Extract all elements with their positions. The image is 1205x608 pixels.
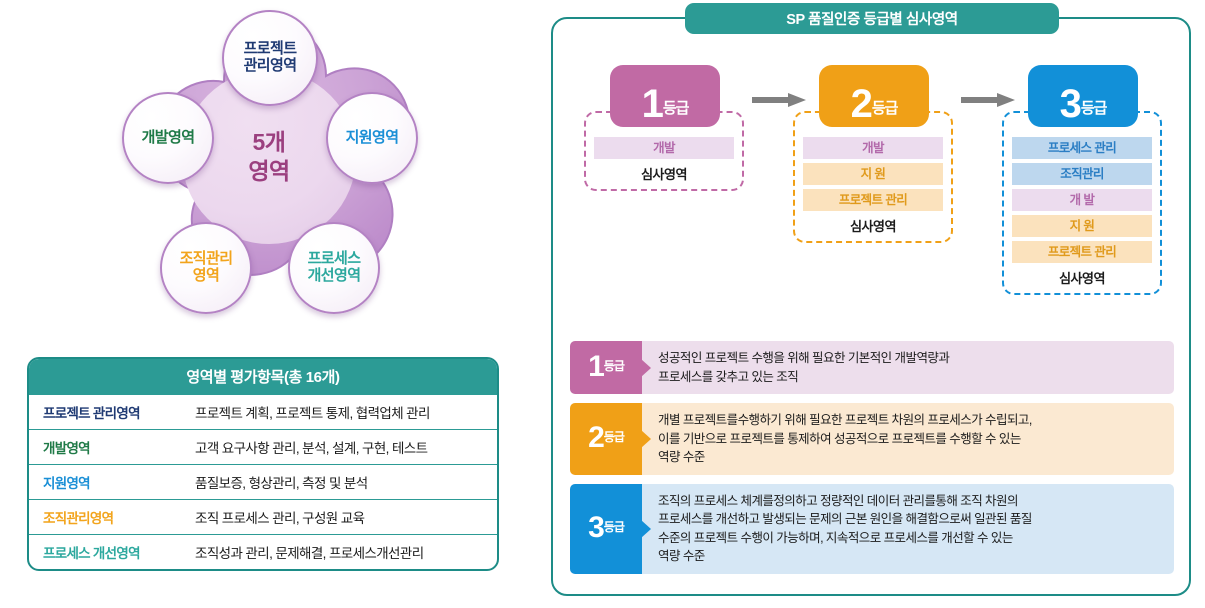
area-bar: 조직관리	[1012, 163, 1152, 185]
panel-title: SP 품질인증 등급별 심사영역	[685, 3, 1059, 34]
lobe-support-label: 지원영역	[345, 128, 399, 146]
table-header: 영역별 평가항목(총 16개)	[29, 359, 497, 395]
audit-scope-label: 심사영역	[850, 219, 896, 234]
grade-number: 2	[850, 81, 873, 126]
table-row-items: 조직 프로세스 관리, 구성원 교육	[195, 511, 365, 526]
area-bar: 프로세스 관리	[1012, 137, 1152, 159]
area-bar: 개발	[594, 137, 734, 159]
table-row-label: 지원영역	[43, 476, 91, 491]
lobe-development: 개발영역	[122, 92, 214, 184]
audit-scope-label: 심사영역	[641, 167, 687, 182]
area-bar: 지 원	[1012, 215, 1152, 237]
table-row: 프로세스 개선영역 조직성과 관리, 문제해결, 프로세스개선관리	[29, 534, 497, 569]
area-bar: 개 발	[1012, 189, 1152, 211]
audit-scope-label: 심사영역	[1059, 271, 1105, 286]
area-bar: 프로젝트 관리	[803, 189, 943, 211]
grade-suffix: 등급	[1080, 100, 1108, 117]
grade-number: 1	[641, 81, 664, 126]
description-text: 개별 프로젝트를수행하기 위해 필요한 프로젝트 차원의 프로세스가 수립되고,…	[642, 403, 1174, 475]
table-row: 지원영역 품질보증, 형상관리, 측정 및 분석	[29, 464, 497, 499]
area-bar: 프로젝트 관리	[1012, 241, 1152, 263]
table-row: 프로젝트 관리영역 프로젝트 계획, 프로젝트 통제, 협력업체 관리	[29, 395, 497, 429]
table-row-items: 조직성과 관리, 문제해결, 프로세스개선관리	[195, 546, 424, 561]
grade-suffix: 등급	[871, 100, 899, 117]
arrow-right-icon	[752, 93, 806, 107]
grade-number: 2	[588, 421, 605, 455]
grade-number: 1	[588, 350, 605, 383]
table-row-items: 고객 요구사항 관리, 분석, 설계, 구현, 테스트	[195, 441, 428, 456]
lobe-support: 지원영역	[326, 92, 418, 184]
description-line: 조직의 프로세스 체계를정의하고 정량적인 데이터 관리를통해 조직 차원의	[658, 493, 1018, 508]
grade-suffix: 등급	[603, 430, 625, 445]
description-line: 프로세스를 개선하고 발생되는 문제의 근본 원인을 해결함으로써 일관된 품질	[658, 512, 1032, 526]
grade-suffix: 등급	[603, 359, 625, 373]
table-row: 조직관리영역 조직 프로세스 관리, 구성원 교육	[29, 499, 497, 534]
description-line: 이를 기반으로 프로젝트를 통제하여 성공적으로 프로젝트를 수행할 수 있는	[658, 431, 1021, 446]
table-row-items: 프로젝트 계획, 프로젝트 통제, 협력업체 관리	[195, 406, 430, 421]
grade-suffix: 등급	[662, 100, 690, 117]
grade-number: 3	[588, 511, 605, 544]
table-row-label: 프로젝트 관리영역	[43, 406, 141, 421]
description-line: 프로세스를 갖추고 있는 조직	[658, 369, 799, 384]
description-line: 수준의 프로젝트 수행이 가능하며, 지속적으로 프로세스를 개선할 수 있는	[658, 530, 1013, 545]
grade-suffix: 등급	[603, 520, 625, 534]
description-line: 성공적인 프로젝트 수행을 위해 필요한 기본적인 개발역량과	[658, 351, 950, 365]
description-line: 개별 프로젝트를수행하기 위해 필요한 프로젝트 차원의 프로세스가 수립되고,	[658, 413, 1032, 427]
table-row-label: 조직관리영역	[43, 511, 114, 526]
table-row-items: 품질보증, 형상관리, 측정 및 분석	[195, 476, 368, 491]
table-row-label: 개발영역	[43, 441, 91, 456]
grade-number: 3	[1059, 81, 1082, 126]
description-line: 역량 수준	[658, 549, 705, 563]
lobe-development-label: 개발영역	[141, 128, 195, 146]
area-bar: 지 원	[803, 163, 943, 185]
description-line: 역량 수준	[658, 450, 705, 464]
arrow-right-icon	[961, 93, 1015, 107]
area-bar: 개발	[803, 137, 943, 159]
area-evaluation-table: 영역별 평가항목(총 16개) 프로젝트 관리영역 프로젝트 계획, 프로젝트 통…	[27, 357, 499, 571]
table-row-label: 프로세스 개선영역	[43, 546, 141, 561]
table-row: 개발영역 고객 요구사항 관리, 분석, 설계, 구현, 테스트	[29, 429, 497, 464]
